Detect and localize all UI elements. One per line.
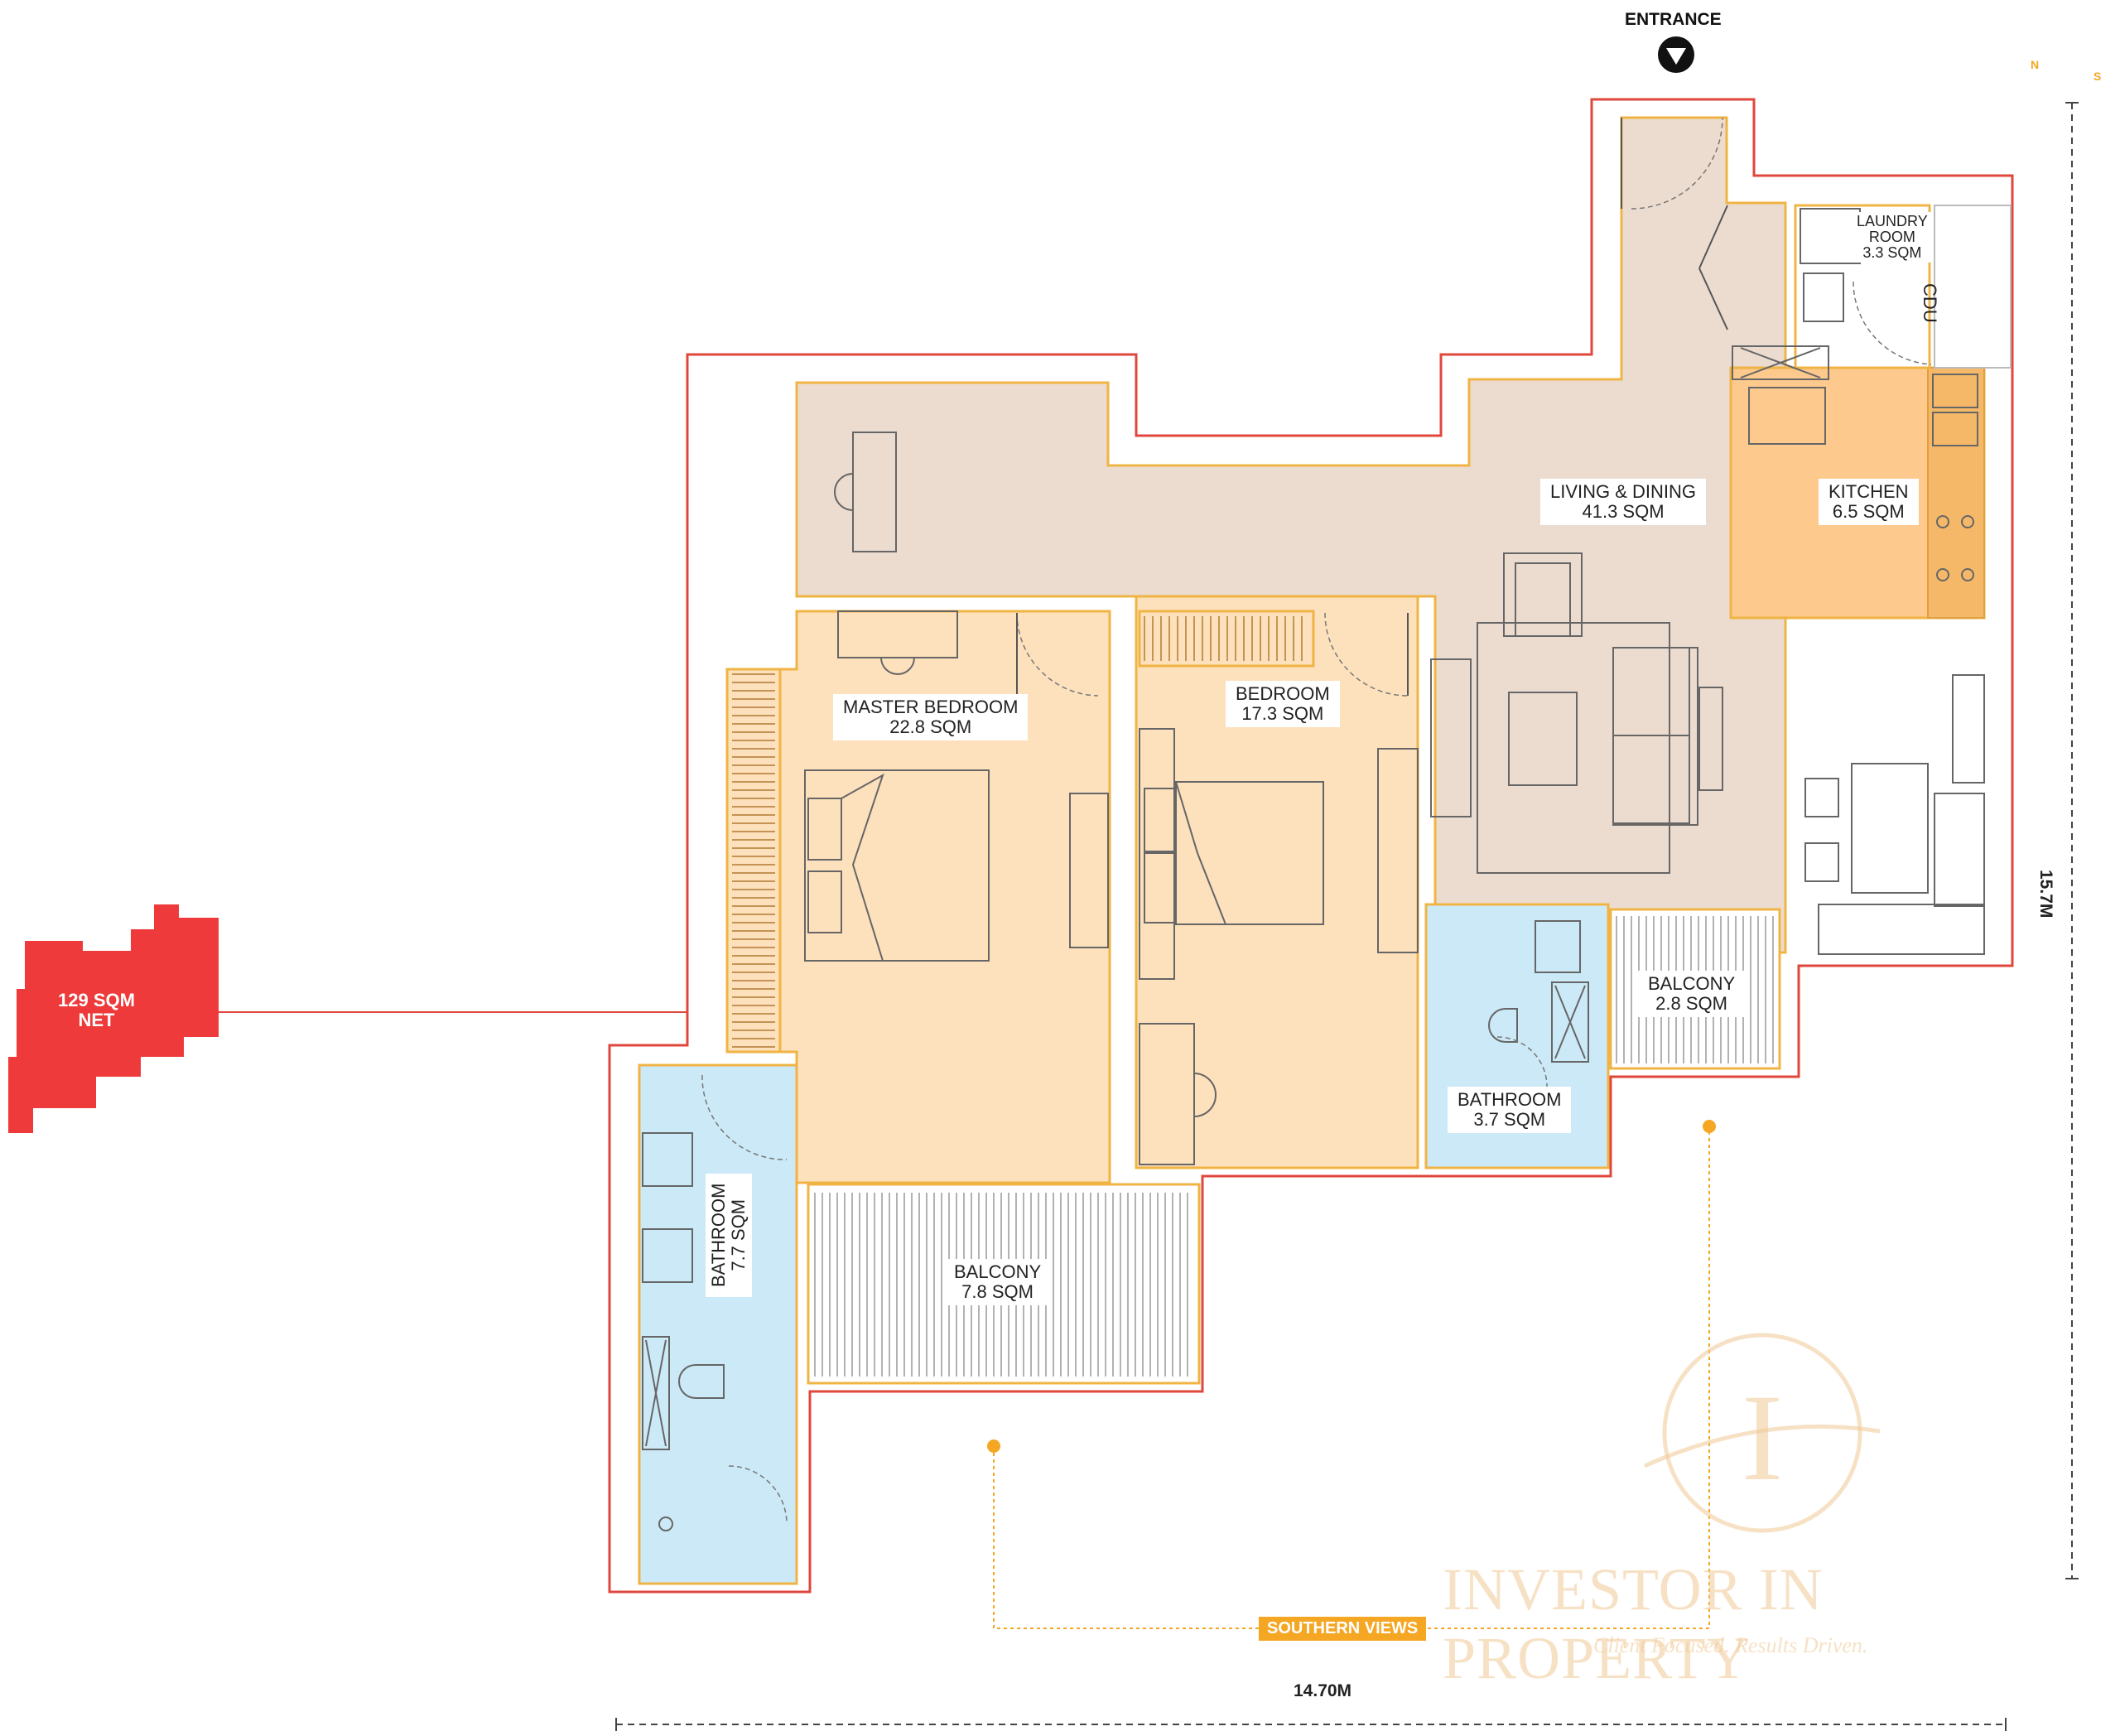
watermark-logo-letter: I: [1742, 1369, 1783, 1507]
net-area-label: 129 SQM NET: [58, 991, 135, 1030]
compass-n: N: [2031, 58, 2040, 71]
net-area-value: 129 SQM: [58, 990, 135, 1010]
door-swings: [701, 117, 1932, 1525]
wardrobe2-frame: [1138, 610, 1315, 668]
entrance-label: ENTRANCE: [1625, 10, 1722, 29]
width-dimension: 14.70M: [1294, 1681, 1352, 1700]
bedroom-wardrobe: [1144, 616, 1303, 661]
cdu-zone: [1934, 205, 2012, 369]
door-leaves: [1016, 118, 1728, 696]
kitchen-counter: [1927, 367, 1985, 619]
watermark-logo: [1643, 1333, 1881, 1533]
wardrobe-frame: [725, 668, 782, 1054]
unit-outline: [608, 98, 2014, 1594]
living-dining-zone: [795, 116, 1787, 954]
compass-s: S: [2094, 70, 2102, 83]
cdu-label: CDU: [1920, 283, 1940, 323]
southern-views-badge: SOUTHERN VIEWS: [1259, 1617, 1427, 1641]
net-area-shape: [8, 904, 219, 1133]
watermark-tagline: Client Focused. Results Driven.: [1593, 1633, 1868, 1657]
net-area-suffix: NET: [78, 1010, 115, 1030]
master-wardrobe: [732, 673, 775, 1048]
view-point-left: [987, 1439, 1000, 1453]
watermark-name: INVESTOR IN PROPERTY: [1443, 1556, 1824, 1691]
dimension-lines: [616, 103, 2073, 1725]
dimension-ticks: [615, 102, 2079, 1731]
bathroom-master-zone: [638, 1063, 798, 1585]
view-point-right: [1703, 1120, 1716, 1133]
furniture: [642, 208, 1985, 1531]
height-dimension: 15.7M: [2036, 870, 2055, 919]
